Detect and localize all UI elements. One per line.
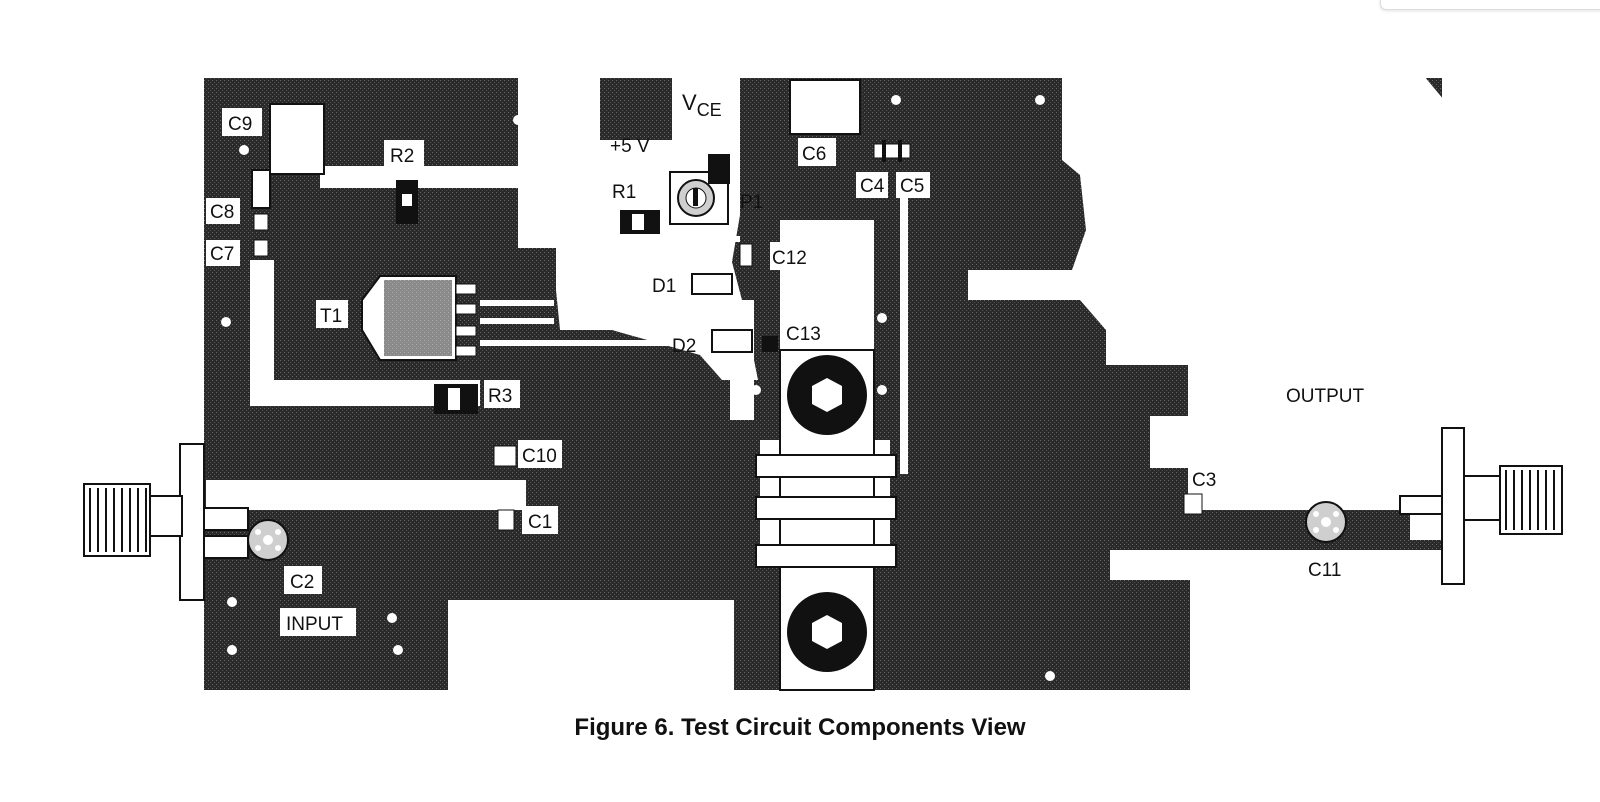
label-c12: C12 [772, 248, 807, 269]
label-r2: R2 [390, 146, 414, 167]
label-output: OUTPUT [1286, 386, 1365, 407]
transformer-t1 [361, 275, 477, 361]
input-connector [83, 443, 249, 601]
transistor-package [755, 349, 897, 691]
label-p1: P1 [740, 192, 763, 213]
label-c2: C2 [290, 572, 314, 593]
potentiometer-p1 [669, 154, 730, 225]
label-c10: C10 [522, 446, 557, 467]
label-plus-5v: +5 V [610, 136, 650, 157]
resistors [396, 180, 660, 414]
label-backgrounds [206, 108, 1350, 636]
figure-caption: Figure 6. Test Circuit Components View [574, 714, 1026, 741]
label-c5: C5 [900, 176, 924, 197]
label-r1: R1 [612, 182, 636, 203]
chip-capacitors-c2-c11 [247, 501, 1347, 561]
window-corner-card [1380, 0, 1600, 10]
label-c13: C13 [786, 324, 821, 345]
component-labels: C9 R2 VCE +5 V R1 P1 C6 C4 C5 C8 C7 T1 C… [210, 90, 1365, 635]
label-vce: VCE [682, 90, 722, 120]
capacitors [251, 79, 1203, 531]
label-vce-subscript: CE [697, 100, 722, 120]
label-t1: T1 [320, 306, 342, 327]
label-c11: C11 [1308, 560, 1341, 581]
label-input: INPUT [286, 614, 343, 635]
label-vce-main: V [682, 90, 697, 115]
label-c4: C4 [860, 176, 885, 197]
label-c9: C9 [228, 114, 252, 135]
label-d1: D1 [652, 276, 676, 297]
label-c6: C6 [802, 144, 826, 165]
label-c3: C3 [1192, 470, 1216, 491]
label-c1: C1 [528, 512, 552, 533]
label-r3: R3 [488, 386, 512, 407]
label-c7: C7 [210, 244, 234, 265]
output-connector [1399, 427, 1563, 585]
label-c8: C8 [210, 202, 234, 223]
label-d2: D2 [672, 336, 696, 357]
